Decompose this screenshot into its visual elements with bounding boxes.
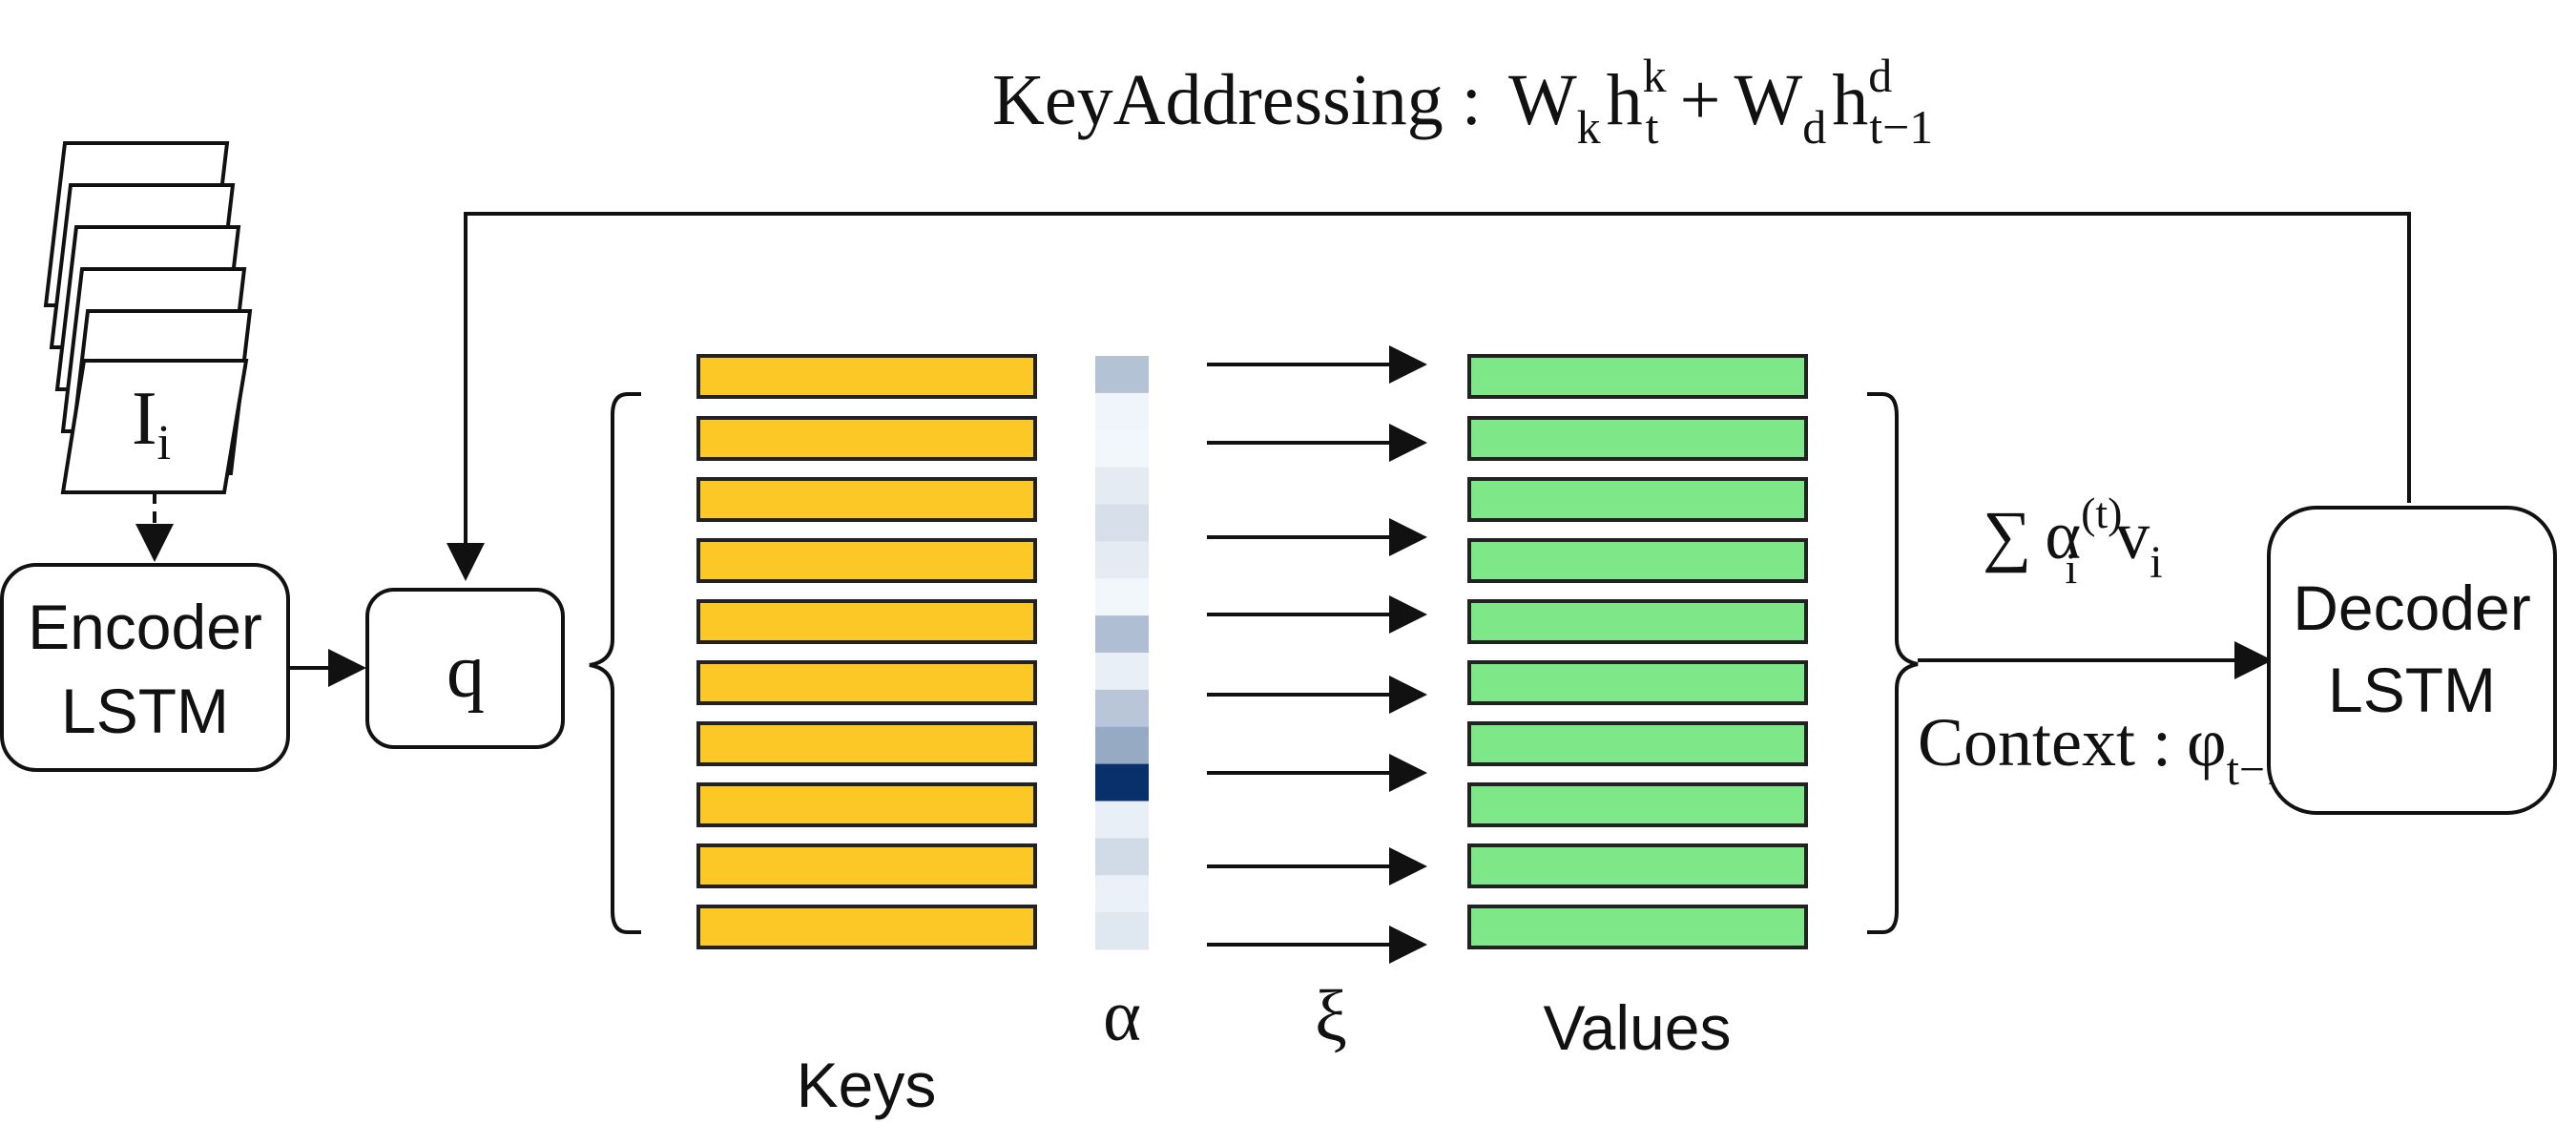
alpha-weight-cell: [1095, 838, 1149, 876]
key-bar: [696, 782, 1037, 827]
key-bar: [696, 905, 1037, 949]
left-brace: [589, 392, 641, 934]
right-brace: [1867, 392, 1919, 934]
keys-column: [696, 354, 1037, 949]
feedback-arrow: [447, 212, 2411, 581]
alpha-weight-cell: [1095, 763, 1149, 802]
key-bar: [696, 599, 1037, 644]
alpha-weight-cell: [1095, 429, 1149, 468]
value-bar: [1467, 416, 1808, 461]
alpha-weight-cell: [1095, 801, 1149, 839]
alpha-weights-column: [1095, 356, 1149, 950]
query-label: q: [447, 630, 485, 714]
value-bar: [1467, 477, 1808, 522]
decoder-lstm-box: [2267, 506, 2557, 815]
alpha-label: α: [1103, 976, 1141, 1056]
decoder-label-line2: LSTM: [2328, 655, 2496, 725]
value-bar: [1467, 782, 1808, 827]
xi-label: ξ: [1315, 976, 1347, 1056]
input-frame-stack: [43, 141, 253, 494]
values-column: [1467, 354, 1808, 949]
key-bar: [696, 354, 1037, 399]
key-bar: [696, 477, 1037, 522]
values-label: Values: [1544, 992, 1732, 1063]
alpha-weight-cell: [1095, 912, 1149, 950]
value-bar: [1467, 538, 1808, 583]
alpha-weight-cell: [1095, 615, 1149, 654]
value-bar: [1467, 354, 1808, 399]
query-box: [365, 588, 565, 749]
alpha-weight-cell: [1095, 726, 1149, 765]
decoder-label-line1: Decoder: [2293, 572, 2530, 643]
value-bar: [1467, 843, 1808, 888]
encoder-label-line1: Encoder: [28, 592, 262, 662]
keys-label: Keys: [797, 1050, 937, 1120]
key-bar: [696, 660, 1037, 705]
alpha-weight-cell: [1095, 578, 1149, 616]
alpha-weight-cell: [1095, 875, 1149, 913]
value-bar: [1467, 721, 1808, 766]
alpha-weight-cell: [1095, 467, 1149, 506]
context-label: Context :φt−1: [1918, 704, 2288, 795]
alpha-weight-cell: [1095, 689, 1149, 728]
alpha-weight-cell: [1095, 356, 1149, 394]
alpha-weight-cell: [1095, 392, 1149, 431]
key-bar: [696, 538, 1037, 583]
key-bar: [696, 416, 1037, 461]
alpha-weight-cell: [1095, 504, 1149, 542]
value-bar: [1467, 905, 1808, 949]
input-frame: [60, 359, 249, 494]
key-bar: [696, 721, 1037, 766]
alpha-weight-cell: [1095, 541, 1149, 579]
key-bar: [696, 843, 1037, 888]
value-bar: [1467, 660, 1808, 705]
value-bar: [1467, 599, 1808, 644]
xi-arrows-column: [1207, 345, 1427, 964]
encoder-label-line2: LSTM: [61, 676, 229, 746]
alpha-weight-cell: [1095, 653, 1149, 691]
input-frame-label: Ii: [132, 377, 171, 470]
